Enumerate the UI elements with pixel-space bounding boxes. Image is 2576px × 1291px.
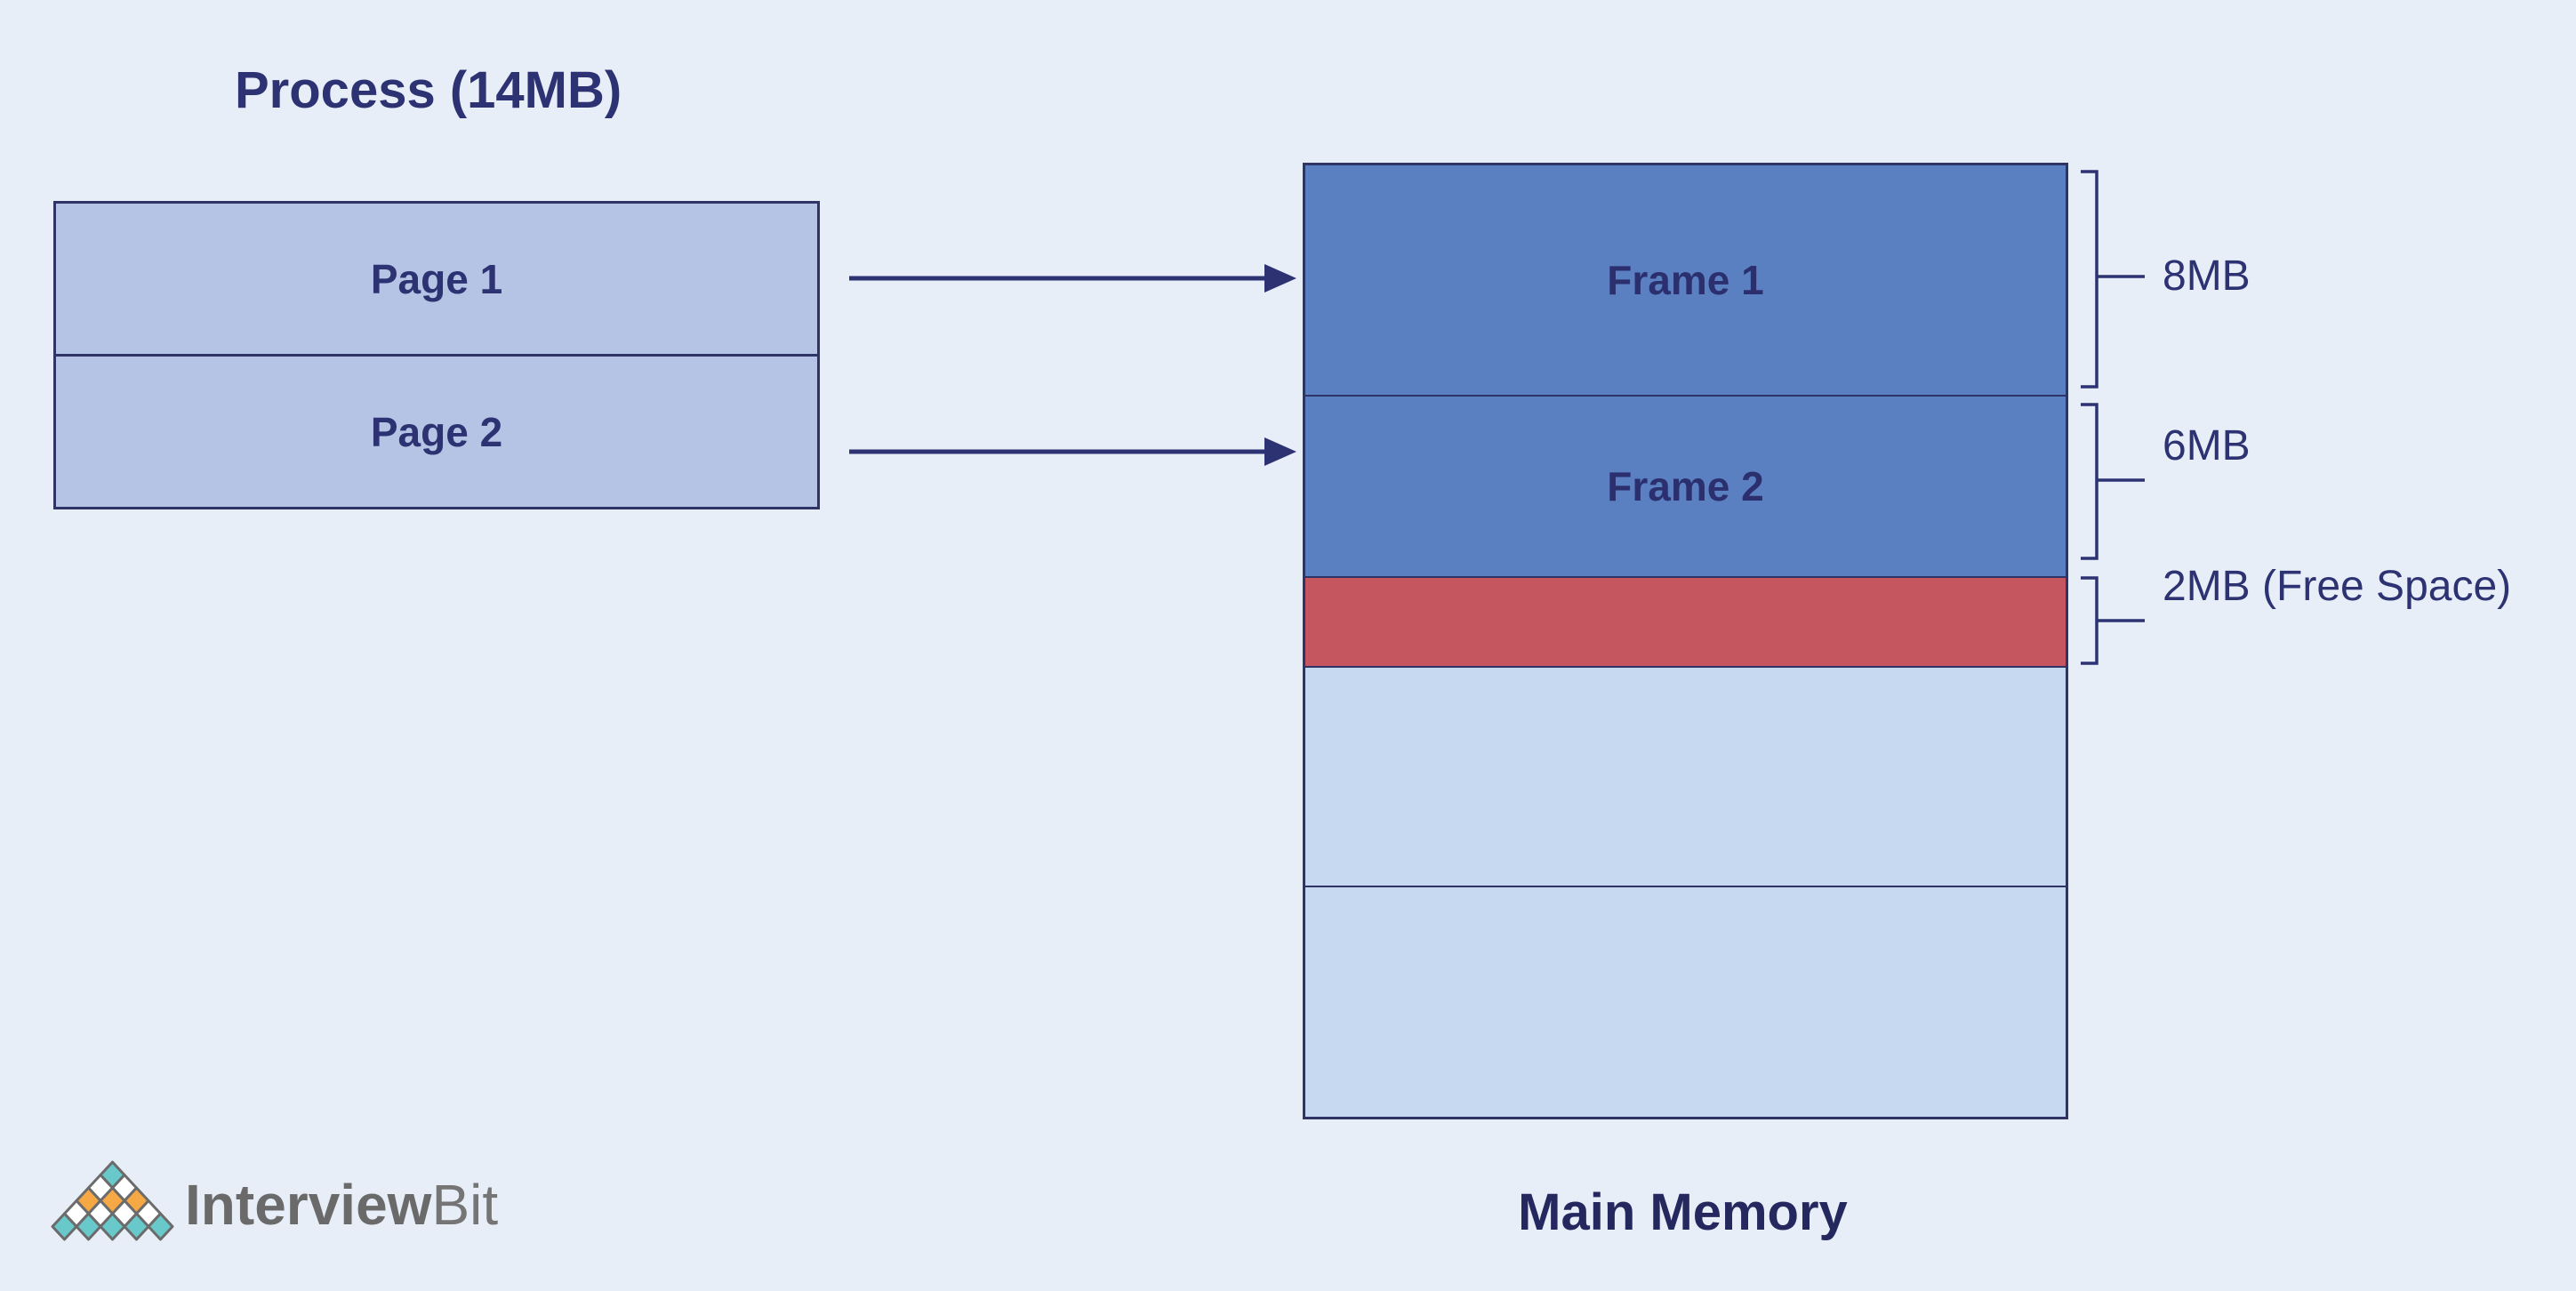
empty-segment-1 [1305,666,2066,886]
page-2-label: Page 2 [370,408,503,455]
frame-2-label: Frame 2 [1607,463,1764,509]
main-memory-caption: Main Memory [1518,1183,1848,1241]
arrowhead-icon [1264,437,1296,466]
interviewbit-wordmark: InterviewBit [185,1172,498,1238]
free-space-segment [1305,576,2066,666]
bracket-8mb [2081,170,2145,389]
frame-2-segment: Frame 2 [1305,395,2066,576]
size-label-2mb-free-space: 2MB (Free Space) [2163,563,2512,610]
process-box: Page 1 Page 2 [53,201,820,509]
logo-text-bit: Bit [431,1173,499,1237]
frame-1-label: Frame 1 [1607,257,1764,303]
main-memory-box: Frame 1 Frame 2 [1303,163,2068,1119]
frame-1-segment: Frame 1 [1305,165,2066,395]
size-label-6mb: 6MB [2163,422,2251,469]
logo-text-interview: Interview [185,1173,432,1237]
arrow-page2-to-frame2 [849,437,1296,466]
size-label-8mb: 8MB [2163,253,2251,300]
page-1-label: Page 1 [370,255,503,302]
bracket-6mb [2081,403,2145,560]
interviewbit-logo-icon [51,1160,174,1241]
page-1-segment: Page 1 [56,204,817,354]
process-title: Process (14MB) [235,61,622,119]
bracket-2mb [2081,576,2145,665]
arrowhead-icon [1264,264,1296,293]
page-2-segment: Page 2 [56,354,817,507]
empty-segment-2 [1305,886,2066,1117]
arrow-page1-to-frame1 [849,264,1296,293]
